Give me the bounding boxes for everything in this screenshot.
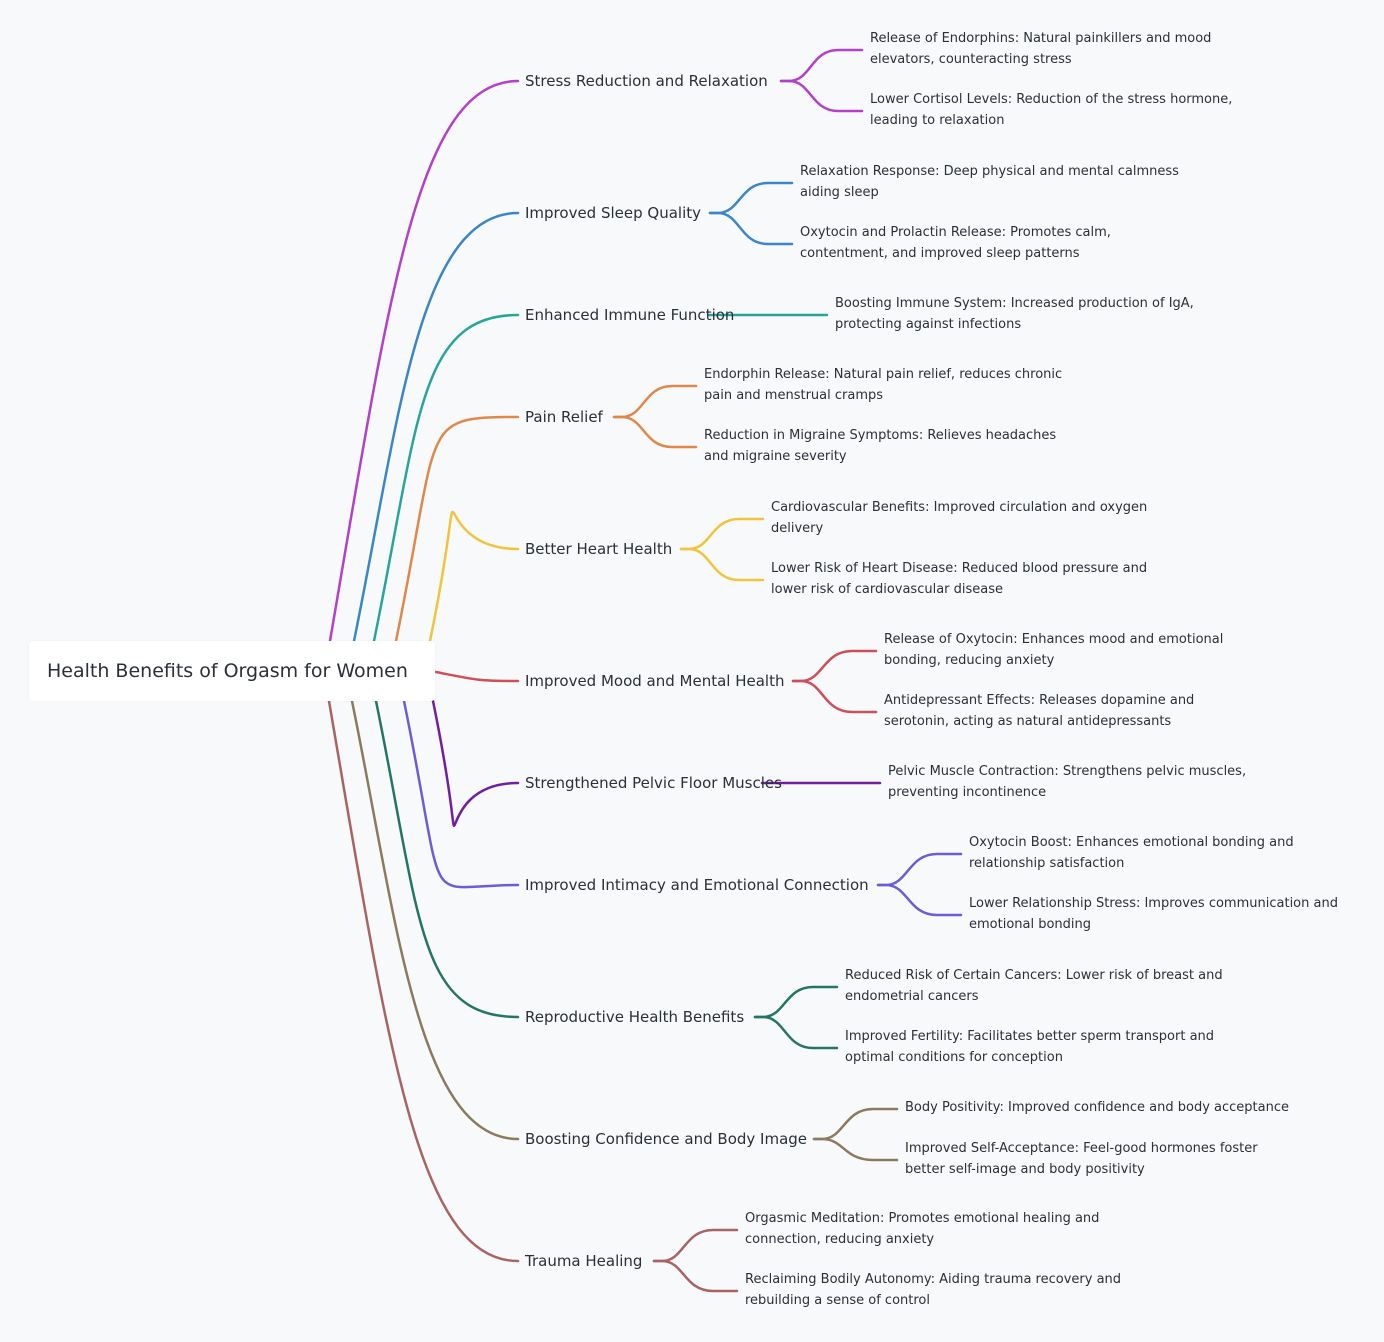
leaf-connector-10-2 [812,1137,899,1162]
leaf-connector-10-1 [812,1107,899,1141]
leaf-connector-6-1 [791,649,878,683]
leaf-connector-8-1 [876,852,963,887]
root-node-label: Health Benefits of Orgasm for Women [47,660,408,682]
leaf-node-8-1[interactable]: Oxytocin Boost: Enhances emotional bondi… [969,835,1294,871]
leaf-connector-4-1 [612,384,698,419]
leaf-connector-8-2 [876,883,963,917]
leaf-connector-11-1 [652,1228,739,1263]
leaf-node-7-1[interactable]: Pelvic Muscle Contraction: Strengthens p… [888,764,1247,800]
branch-node-9[interactable]: Reproductive Health Benefits [525,1008,745,1026]
leaf-node-4-2[interactable]: Reduction in Migraine Symptoms: Relieves… [704,428,1057,464]
leaf-connector-5-1 [679,517,765,551]
leaf-node-9-2[interactable]: Improved Fertility: Facilitates better s… [845,1029,1215,1065]
branch-node-5[interactable]: Better Heart Health [525,540,673,558]
branch-connector-9 [374,699,520,1019]
branch-connector-1 [328,79,520,643]
leaf-node-3-1[interactable]: Boosting Immune System: Increased produc… [835,296,1194,332]
leaf-connector-9-2 [753,1015,839,1050]
branch-connector-5 [428,510,520,643]
leaf-node-10-2[interactable]: Improved Self-Acceptance: Feel-good horm… [905,1141,1258,1177]
leaf-connector-9-1 [753,985,839,1019]
leaf-node-10-1[interactable]: Body Positivity: Improved confidence and… [905,1100,1290,1115]
leaf-connector-11-2 [652,1259,739,1293]
branch-node-3[interactable]: Enhanced Immune Function [525,306,735,324]
leaf-connector-6-2 [791,679,878,714]
branch-node-11[interactable]: Trauma Healing [525,1252,643,1270]
branch-connector-10 [350,699,520,1141]
branch-node-10[interactable]: Boosting Confidence and Body Image [525,1130,808,1148]
leaf-connector-2-1 [708,181,794,215]
branch-connector-7 [431,699,520,827]
leaf-connector-5-2 [679,547,765,582]
leaf-node-8-2[interactable]: Lower Relationship Stress: Improves comm… [969,896,1338,932]
branch-node-4[interactable]: Pain Relief [525,408,603,426]
branch-connector-2 [352,211,520,643]
leaf-connector-4-2 [612,415,698,449]
branch-connector-3 [372,313,520,643]
leaf-node-2-1[interactable]: Relaxation Response: Deep physical and m… [800,164,1179,200]
leaf-node-11-1[interactable]: Orgasmic Meditation: Promotes emotional … [745,1211,1100,1247]
branch-connector-11 [327,699,520,1263]
root-node[interactable]: Health Benefits of Orgasm for Women [29,641,435,701]
branch-connector-8 [402,699,520,889]
leaf-node-1-1[interactable]: Release of Endorphins: Natural painkille… [870,31,1212,67]
leaf-node-2-2[interactable]: Oxytocin and Prolactin Release: Promotes… [800,225,1111,261]
branch-connector-6 [434,670,520,683]
branch-node-6[interactable]: Improved Mood and Mental Health [525,672,785,690]
leaf-node-6-1[interactable]: Release of Oxytocin: Enhances mood and e… [884,632,1224,668]
leaf-connector-2-2 [708,211,794,246]
leaf-node-6-2[interactable]: Antidepressant Effects: Releases dopamin… [884,693,1195,729]
leaf-node-9-1[interactable]: Reduced Risk of Certain Cancers: Lower r… [845,968,1223,1004]
branch-node-7[interactable]: Strengthened Pelvic Floor Muscles [525,774,782,792]
leaf-node-5-2[interactable]: Lower Risk of Heart Disease: Reduced blo… [771,561,1148,597]
branch-node-2[interactable]: Improved Sleep Quality [525,204,702,222]
branch-node-1[interactable]: Stress Reduction and Relaxation [525,72,768,90]
leaf-node-5-1[interactable]: Cardiovascular Benefits: Improved circul… [771,500,1148,536]
leaf-connector-1-2 [779,79,864,113]
leaf-connector-1-1 [779,48,864,83]
branch-connector-4 [394,415,520,643]
leaf-node-4-1[interactable]: Endorphin Release: Natural pain relief, … [704,367,1063,403]
leaf-node-1-2[interactable]: Lower Cortisol Levels: Reduction of the … [870,92,1233,128]
branch-node-8[interactable]: Improved Intimacy and Emotional Connecti… [525,876,869,894]
leaf-node-11-2[interactable]: Reclaiming Bodily Autonomy: Aiding traum… [745,1272,1122,1308]
